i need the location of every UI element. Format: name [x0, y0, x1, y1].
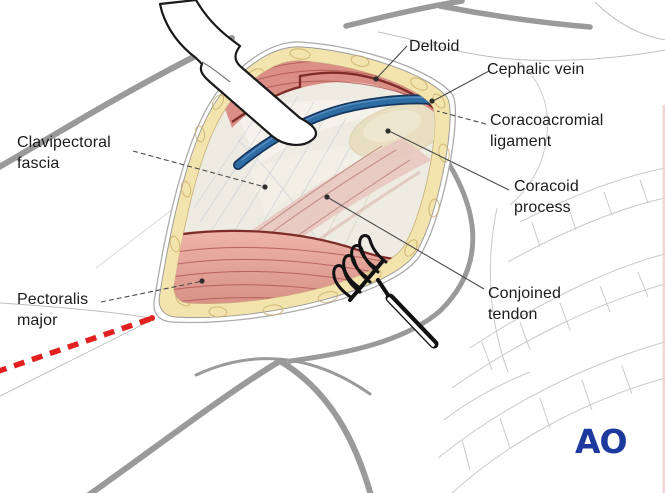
leader-dots	[199, 76, 435, 284]
rake-retractor-instrument	[332, 234, 439, 349]
label-cephalic-vein: Cephalic vein	[487, 61, 585, 78]
label-coracoacromial-ligament: Coracoacromial ligament	[490, 112, 604, 150]
ao-logo: AO	[575, 422, 628, 461]
rib-sketch-lines	[437, 167, 665, 493]
leader-lines	[100, 45, 510, 303]
retractor-instrument	[158, 0, 318, 146]
label-conjoined-tendon: Conjoined tendon	[488, 285, 561, 323]
label-clavipectoral-fascia: Clavipectoral fascia	[17, 134, 111, 172]
page-edge-tint	[662, 105, 665, 493]
incision-wound	[153, 41, 457, 324]
label-pectoralis-major: Pectoralis major	[17, 291, 89, 329]
label-coracoid-process: Coracoid process	[514, 178, 579, 216]
coracoid-process-region	[348, 102, 435, 160]
incision-extension-dashed-line	[0, 315, 155, 374]
label-deltoid: Deltoid	[409, 38, 460, 55]
cephalic-vein-vessel	[233, 94, 435, 170]
